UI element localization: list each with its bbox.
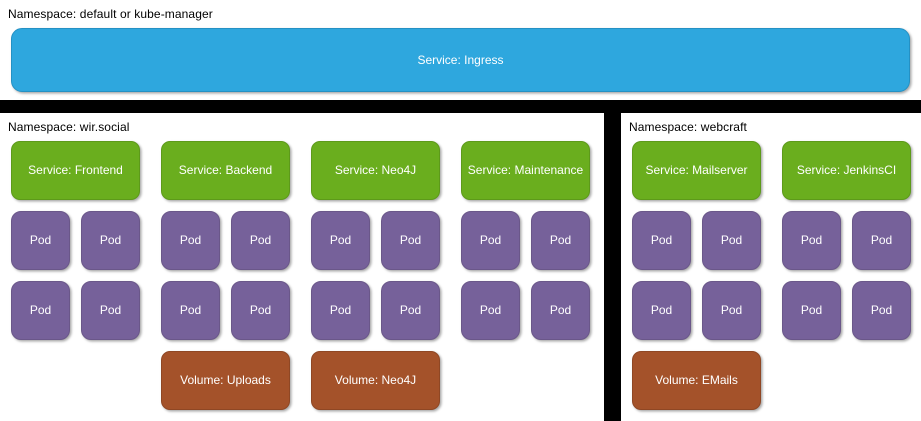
volume-node-neo4j[interactable]: Volume: Neo4J — [311, 351, 440, 410]
volume-node-label: Volume: Uploads — [180, 373, 271, 388]
pod-node[interactable]: Pod — [531, 281, 590, 340]
pod-node[interactable]: Pod — [702, 211, 761, 270]
service-node-label: Service: JenkinsCI — [796, 163, 897, 178]
volume-node-label: Volume: Neo4J — [334, 373, 417, 388]
pod-node-label: Pod — [399, 233, 422, 248]
service-node-label: Service: Maintenance — [467, 163, 584, 178]
namespace-label-default: Namespace: default or kube-manager — [8, 7, 213, 21]
service-node-mailserver[interactable]: Service: Mailserver — [632, 141, 761, 200]
pod-node-label: Pod — [29, 303, 52, 318]
namespace-panel-webcraft: Namespace: webcraft Service: Mailserver … — [621, 113, 921, 421]
pod-node-label: Pod — [249, 303, 272, 318]
pod-node[interactable]: Pod — [531, 211, 590, 270]
pod-node-label: Pod — [179, 303, 202, 318]
pod-node-label: Pod — [800, 233, 823, 248]
pod-node-label: Pod — [99, 303, 122, 318]
pod-node[interactable]: Pod — [632, 281, 691, 340]
volume-node-uploads[interactable]: Volume: Uploads — [161, 351, 290, 410]
pod-node[interactable]: Pod — [702, 281, 761, 340]
pod-node[interactable]: Pod — [782, 281, 841, 340]
pod-node[interactable]: Pod — [11, 281, 70, 340]
pod-node-label: Pod — [179, 233, 202, 248]
pod-node[interactable]: Pod — [461, 281, 520, 340]
pod-node[interactable]: Pod — [231, 211, 290, 270]
service-node-label: Service: Ingress — [417, 52, 504, 67]
pod-node-label: Pod — [479, 233, 502, 248]
service-node-jenkinsci[interactable]: Service: JenkinsCI — [782, 141, 911, 200]
namespace-label-wir-social: Namespace: wir.social — [8, 120, 130, 134]
pod-node[interactable]: Pod — [852, 281, 911, 340]
pod-node-label: Pod — [329, 303, 352, 318]
pod-node[interactable]: Pod — [461, 211, 520, 270]
pod-node-label: Pod — [800, 303, 823, 318]
pod-node-label: Pod — [870, 233, 893, 248]
service-node-label: Service: Neo4J — [334, 163, 417, 178]
service-node-label: Service: Backend — [178, 163, 273, 178]
pod-node-label: Pod — [549, 303, 572, 318]
pod-node-label: Pod — [720, 303, 743, 318]
pod-node-label: Pod — [399, 303, 422, 318]
pod-node[interactable]: Pod — [632, 211, 691, 270]
service-node-maintenance[interactable]: Service: Maintenance — [461, 141, 590, 200]
pod-node[interactable]: Pod — [782, 211, 841, 270]
service-node-ingress[interactable]: Service: Ingress — [11, 28, 910, 92]
pod-node-label: Pod — [650, 303, 673, 318]
pod-node[interactable]: Pod — [381, 211, 440, 270]
pod-node-label: Pod — [479, 303, 502, 318]
pod-node-label: Pod — [249, 233, 272, 248]
pod-node[interactable]: Pod — [11, 211, 70, 270]
pod-node-label: Pod — [329, 233, 352, 248]
service-node-backend[interactable]: Service: Backend — [161, 141, 290, 200]
volume-node-emails[interactable]: Volume: EMails — [632, 351, 761, 410]
namespace-panel-default: Namespace: default or kube-manager Servi… — [0, 0, 921, 100]
service-node-label: Service: Frontend — [28, 163, 123, 178]
service-node-neo4j[interactable]: Service: Neo4J — [311, 141, 440, 200]
pod-node[interactable]: Pod — [311, 211, 370, 270]
pod-node[interactable]: Pod — [231, 281, 290, 340]
pod-node[interactable]: Pod — [161, 211, 220, 270]
pod-node[interactable]: Pod — [81, 281, 140, 340]
service-node-frontend[interactable]: Service: Frontend — [11, 141, 140, 200]
pod-node-label: Pod — [650, 233, 673, 248]
pod-node-label: Pod — [870, 303, 893, 318]
pod-node[interactable]: Pod — [381, 281, 440, 340]
volume-node-label: Volume: EMails — [655, 373, 738, 388]
pod-node-label: Pod — [549, 233, 572, 248]
namespace-panel-wir-social: Namespace: wir.social Service: Frontend … — [0, 113, 604, 421]
service-node-label: Service: Mailserver — [645, 163, 748, 178]
pod-node-label: Pod — [29, 233, 52, 248]
pod-node[interactable]: Pod — [81, 211, 140, 270]
pod-node[interactable]: Pod — [161, 281, 220, 340]
pod-node[interactable]: Pod — [311, 281, 370, 340]
pod-node[interactable]: Pod — [852, 211, 911, 270]
pod-node-label: Pod — [99, 233, 122, 248]
namespace-label-webcraft: Namespace: webcraft — [629, 120, 747, 134]
pod-node-label: Pod — [720, 233, 743, 248]
